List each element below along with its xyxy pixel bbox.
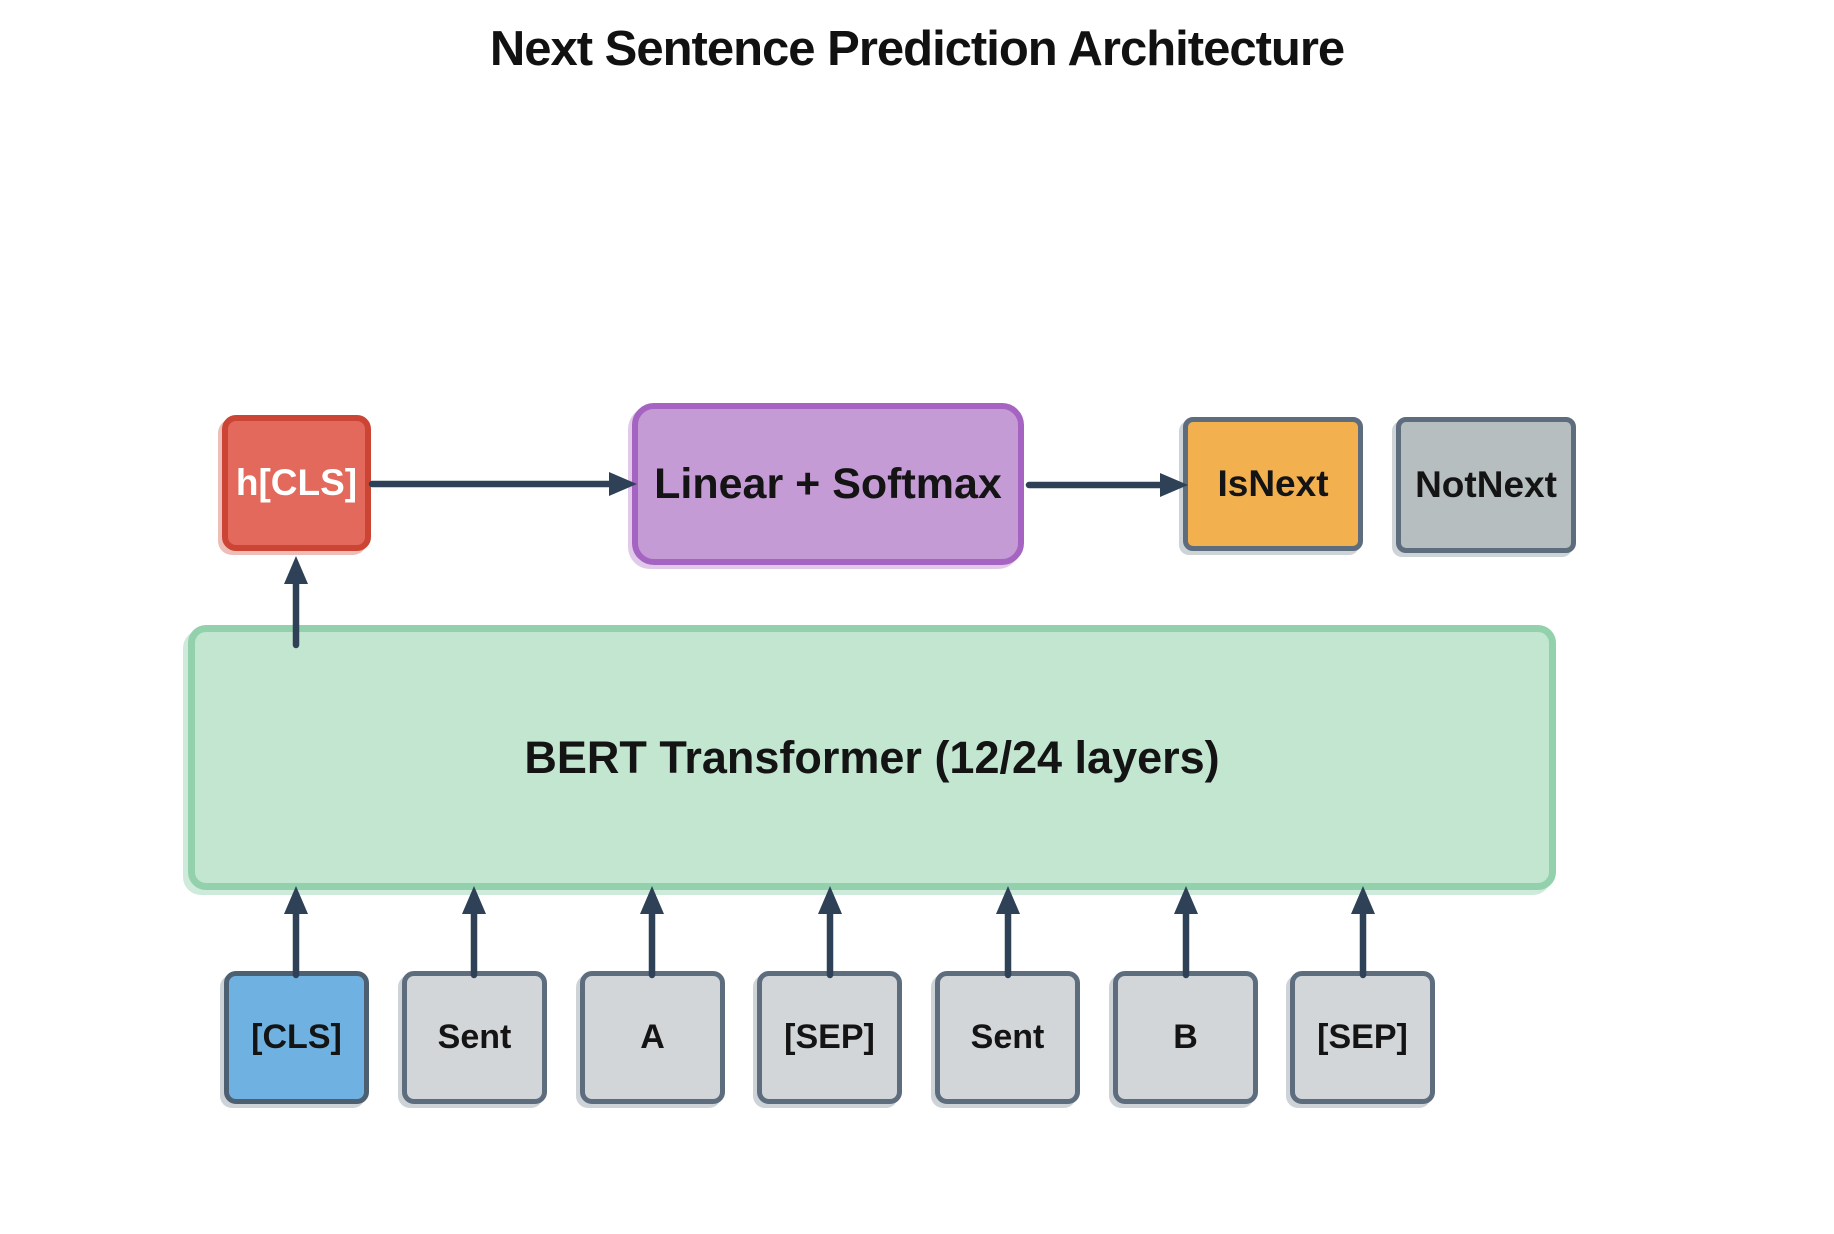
arrow-token-sep2-to-bert <box>1351 886 1375 979</box>
hcls-hidden-state-node: h[CLS] <box>222 415 371 551</box>
token-sep-1: [SEP] <box>757 971 902 1104</box>
arrow-token-sep1-to-bert <box>818 886 842 979</box>
bert-encoder-node: BERT Transformer (12/24 layers) <box>188 625 1556 890</box>
arrow-linear-to-isnext <box>1025 473 1188 497</box>
token-a: A <box>580 971 725 1104</box>
token-sep-2: [SEP] <box>1290 971 1435 1104</box>
isnext-output-node: IsNext <box>1183 417 1363 551</box>
token-cls: [CLS] <box>224 971 369 1104</box>
arrow-token-cls-to-bert <box>284 886 308 979</box>
arrow-token-b-to-bert <box>1174 886 1198 979</box>
arrow-token-sent2-to-bert <box>996 886 1020 979</box>
notnext-output-node: NotNext <box>1396 417 1576 553</box>
diagram-title: Next Sentence Prediction Architecture <box>489 22 1345 76</box>
arrow-token-sent1-to-bert <box>462 886 486 979</box>
linear-softmax-node: Linear + Softmax <box>632 403 1024 565</box>
token-b: B <box>1113 971 1258 1104</box>
token-sent-1: Sent <box>402 971 547 1104</box>
token-sent-2: Sent <box>935 971 1080 1104</box>
arrow-hcls-to-linear <box>368 472 637 496</box>
arrow-token-a-to-bert <box>640 886 664 979</box>
